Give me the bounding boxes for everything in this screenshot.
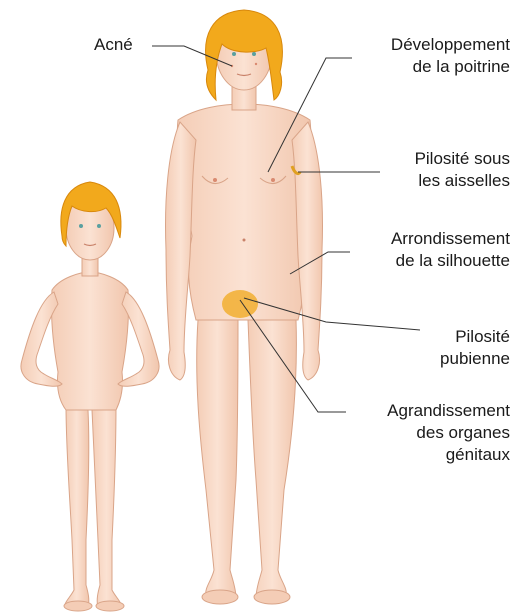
child-torso [51,272,128,410]
label-underarm-hair-line2: les aisselles [415,170,510,192]
label-genital-growth-line2: des organes [387,422,510,444]
label-acne: Acné [94,34,133,56]
label-underarm-hair-line1: Pilosité sous [415,148,510,170]
label-genital-growth: Agrandissement des organes génitaux [387,400,510,466]
label-genital-growth-line1: Agrandissement [387,400,510,422]
label-underarm-hair: Pilosité sous les aisselles [415,148,510,192]
child-figure [21,196,159,608]
label-pubic-hair: Pilosité pubienne [440,326,510,370]
label-breast-development-line2: de la poitrine [391,56,510,78]
label-pubic-hair-line2: pubienne [440,348,510,370]
pubic-hair [222,290,258,318]
adolescent-feet [202,590,290,604]
child-right-leg [92,405,121,608]
label-pubic-hair-line1: Pilosité [440,326,510,348]
child-left-leg [65,405,89,608]
adolescent-right-leg [248,320,296,598]
child-feet [64,601,124,611]
label-acne-text: Acné [94,34,133,56]
adolescent-torso [177,104,311,320]
label-genital-growth-line3: génitaux [387,444,510,466]
label-breast-development-line1: Développement [391,34,510,56]
adolescent-left-leg [197,320,238,598]
label-breast-development: Développement de la poitrine [391,34,510,78]
label-body-rounding: Arrondissement de la silhouette [391,228,510,272]
label-body-rounding-line2: de la silhouette [391,250,510,272]
label-body-rounding-line1: Arrondissement [391,228,510,250]
